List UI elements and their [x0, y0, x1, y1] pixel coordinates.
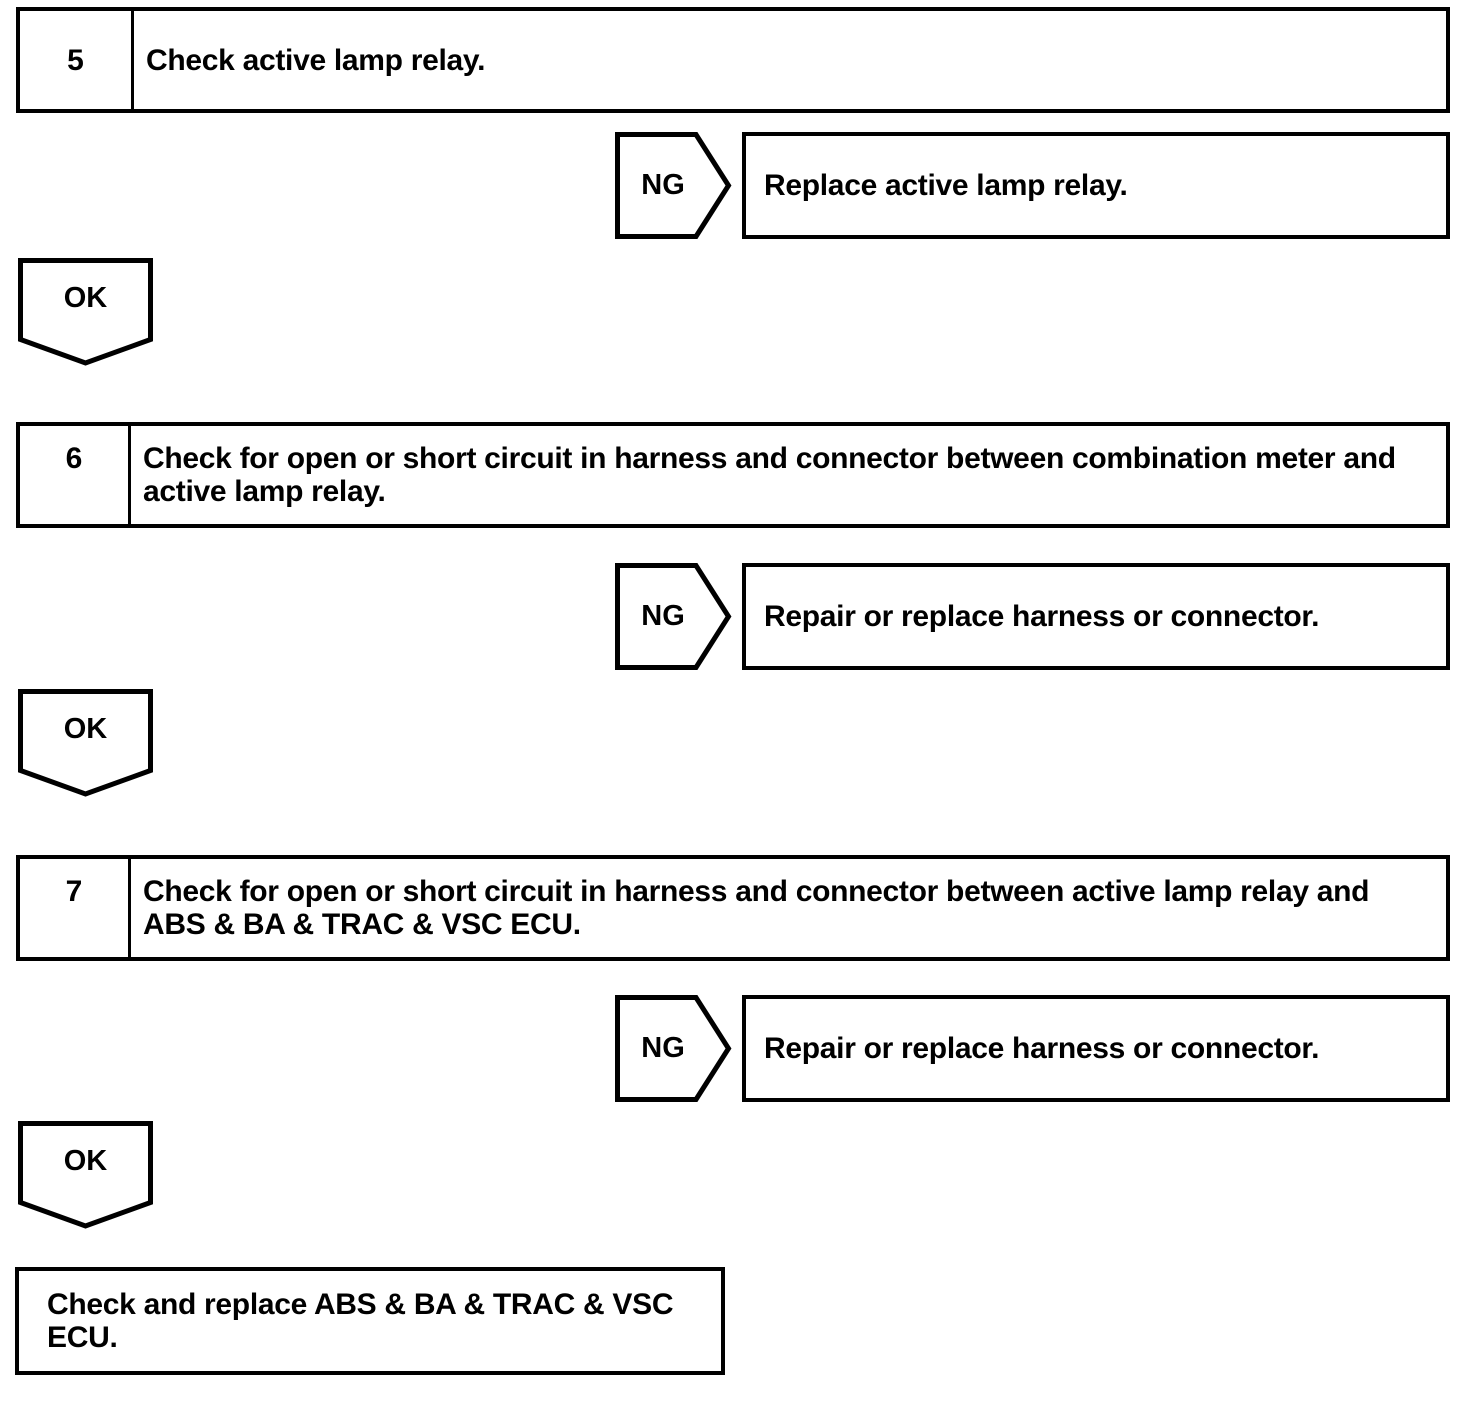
ng-arrow-1: NG	[615, 132, 732, 239]
step-5-instruction-cell: Check active lamp relay.	[134, 11, 1446, 109]
step-number: 5	[67, 43, 84, 77]
step-6-number-cell: 6	[20, 426, 131, 524]
step-7-instruction-cell: Check for open or short circuit in harne…	[131, 859, 1446, 957]
step-5-number-cell: 5	[20, 11, 134, 109]
ng-pentagon-icon	[615, 995, 732, 1102]
ok-label: OK	[63, 713, 108, 745]
ng-action-box-2: Repair or replace harness or connector.	[742, 563, 1450, 670]
ok-pentagon-icon	[18, 1121, 153, 1229]
ok-arrow-3: OK	[18, 1121, 153, 1229]
ng-action-text: Repair or replace harness or connector.	[764, 1032, 1320, 1065]
ng-arrow-3: NG	[615, 995, 732, 1102]
ng-label: NG	[641, 1032, 685, 1064]
ng-action-text: Repair or replace harness or connector.	[764, 600, 1320, 633]
ng-action-text: Replace active lamp relay.	[764, 169, 1128, 202]
step-instruction: Check for open or short circuit in harne…	[143, 875, 1370, 941]
final-action-box: Check and replace ABS & BA & TRAC & VSC …	[15, 1267, 725, 1375]
ng-action-box-3: Repair or replace harness or connector.	[742, 995, 1450, 1102]
ng-pentagon-icon	[615, 563, 732, 670]
ok-arrow-2: OK	[18, 689, 153, 797]
ok-arrow-1: OK	[18, 258, 153, 366]
step-number: 6	[65, 442, 83, 475]
step-7-number-cell: 7	[20, 859, 131, 957]
ok-pentagon-icon	[18, 689, 153, 797]
step-instruction: Check active lamp relay.	[146, 43, 486, 77]
ng-label: NG	[641, 600, 685, 632]
ok-pentagon-icon	[18, 258, 153, 366]
ng-label: NG	[641, 169, 685, 201]
ok-label: OK	[63, 282, 108, 314]
final-action-text: Check and replace ABS & BA & TRAC & VSC …	[47, 1288, 674, 1354]
step-6-box: 6 Check for open or short circuit in har…	[16, 422, 1450, 528]
ng-action-box-1: Replace active lamp relay.	[742, 132, 1450, 239]
step-6-instruction-cell: Check for open or short circuit in harne…	[131, 426, 1446, 524]
step-instruction: Check for open or short circuit in harne…	[143, 442, 1396, 508]
ng-arrow-2: NG	[615, 563, 732, 670]
ng-pentagon-icon	[615, 132, 732, 239]
step-7-box: 7 Check for open or short circuit in har…	[16, 855, 1450, 961]
ok-label: OK	[63, 1145, 108, 1177]
step-5-box: 5 Check active lamp relay.	[16, 7, 1450, 113]
step-number: 7	[65, 875, 83, 908]
